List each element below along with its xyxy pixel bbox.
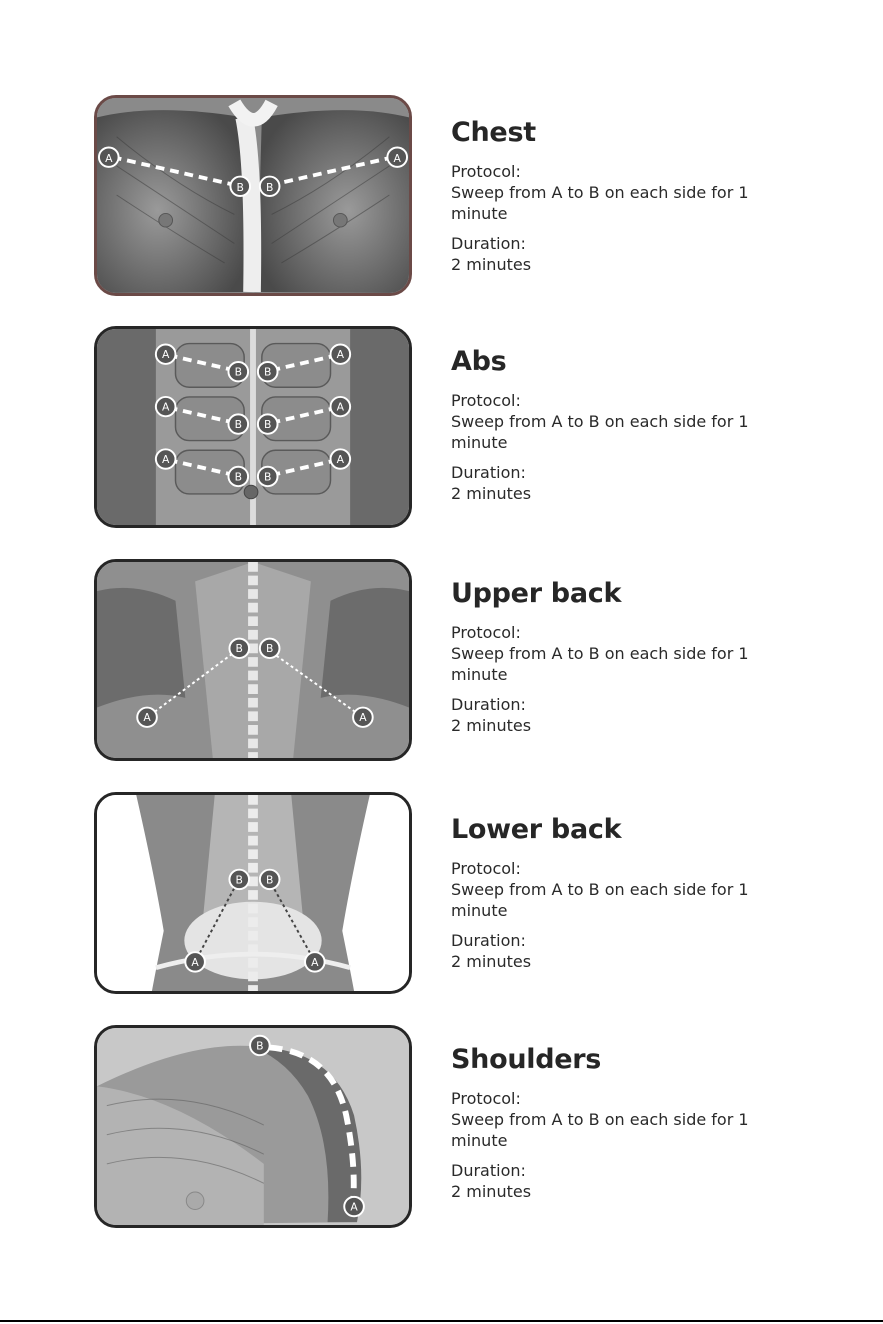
duration-label: Duration: [451,463,526,482]
marker-b: B [249,1034,271,1057]
marker-a: A [329,343,352,365]
svg-text:B: B [264,366,271,379]
marker-b: B [258,637,281,660]
duration-value: 2 minutes [451,716,532,735]
svg-text:A: A [337,453,345,466]
lower-back-illustration: A A B B [94,792,412,994]
duration-value: 2 minutes [451,255,532,274]
svg-text:B: B [235,418,242,431]
duration-label: Duration: [451,695,526,714]
marker-a: A [352,706,374,728]
marker-a: A [97,146,120,168]
shoulders-illustration: B A [94,1025,412,1228]
shoulders-text: Shoulders Protocol: Sweep from A to B on… [451,1045,851,1202]
abs-text: Abs Protocol: Sweep from A to B on each … [451,347,851,504]
svg-text:A: A [337,348,345,361]
marker-b: B [256,413,279,435]
protocol-label: Protocol: [451,162,521,181]
abs-illustration: A A A A A A B B B B B B [94,326,412,528]
marker-a: A [343,1195,365,1218]
marker-a: A [136,706,158,728]
svg-text:B: B [256,1039,263,1052]
protocol-text-line1: Sweep from A to B on each side for 1 [451,1110,749,1129]
protocol-label: Protocol: [451,391,521,410]
protocol-text-line2: minute [451,665,508,684]
marker-b: B [229,175,252,197]
marker-a: A [304,951,326,973]
upper-back-text: Upper back Protocol: Sweep from A to B o… [451,579,851,736]
svg-text:B: B [236,642,243,655]
marker-b: B [228,637,251,660]
duration-label: Duration: [451,1161,526,1180]
marker-b: B [227,413,250,435]
protocol-label: Protocol: [451,859,521,878]
svg-text:B: B [266,873,273,886]
marker-b: B [256,361,279,383]
marker-a: A [154,343,177,365]
upper-back-illustration: A A B B [94,559,412,761]
protocol-text-line2: minute [451,901,508,920]
marker-b: B [228,868,251,891]
protocol-text-line1: Sweep from A to B on each side for 1 [451,412,749,431]
marker-a: A [386,146,409,168]
protocol-label: Protocol: [451,623,521,642]
svg-text:B: B [236,873,243,886]
section-title: Upper back [451,578,622,609]
duration-value: 2 minutes [451,1182,532,1201]
marker-a: A [184,951,206,973]
svg-text:B: B [264,470,271,483]
protocol-text-line1: Sweep from A to B on each side for 1 [451,880,749,899]
protocol-label: Protocol: [451,1089,521,1108]
section-title: Abs [451,346,507,377]
duration-label: Duration: [451,931,526,950]
protocol-text-line1: Sweep from A to B on each side for 1 [451,183,749,202]
marker-b: B [227,361,250,383]
section-title: Chest [451,117,536,148]
protocol-text-line2: minute [451,433,508,452]
section-title: Lower back [451,814,622,845]
chest-text: Chest Protocol: Sweep from A to B on eac… [451,118,851,275]
marker-a: A [329,395,352,418]
marker-b: B [256,465,279,488]
svg-text:A: A [143,711,151,724]
protocol-text-line1: Sweep from A to B on each side for 1 [451,644,749,663]
duration-value: 2 minutes [451,484,532,503]
lower-back-text: Lower back Protocol: Sweep from A to B o… [451,815,851,972]
svg-text:A: A [337,401,345,414]
marker-a: A [154,448,177,470]
svg-text:A: A [162,453,170,466]
svg-text:B: B [235,366,242,379]
svg-text:A: A [311,956,319,969]
svg-text:B: B [266,181,273,194]
protocol-text-line2: minute [451,1131,508,1150]
svg-text:B: B [235,470,242,483]
svg-text:A: A [394,152,402,165]
section-title: Shoulders [451,1044,602,1075]
svg-text:B: B [237,181,244,194]
marker-a: A [329,448,352,470]
marker-b: B [258,175,281,197]
chest-illustration: A A B B [94,95,412,296]
protocol-text-line2: minute [451,204,508,223]
marker-b: B [227,465,250,488]
page-bottom-rule [0,1320,883,1322]
duration-value: 2 minutes [451,952,532,971]
svg-text:A: A [105,152,113,165]
svg-text:A: A [359,711,367,724]
svg-text:B: B [266,642,273,655]
svg-text:A: A [350,1200,358,1213]
marker-a: A [154,395,177,418]
svg-text:A: A [162,401,170,414]
marker-b: B [258,868,281,891]
svg-text:A: A [162,348,170,361]
svg-text:A: A [191,956,199,969]
duration-label: Duration: [451,234,526,253]
svg-text:B: B [264,418,271,431]
